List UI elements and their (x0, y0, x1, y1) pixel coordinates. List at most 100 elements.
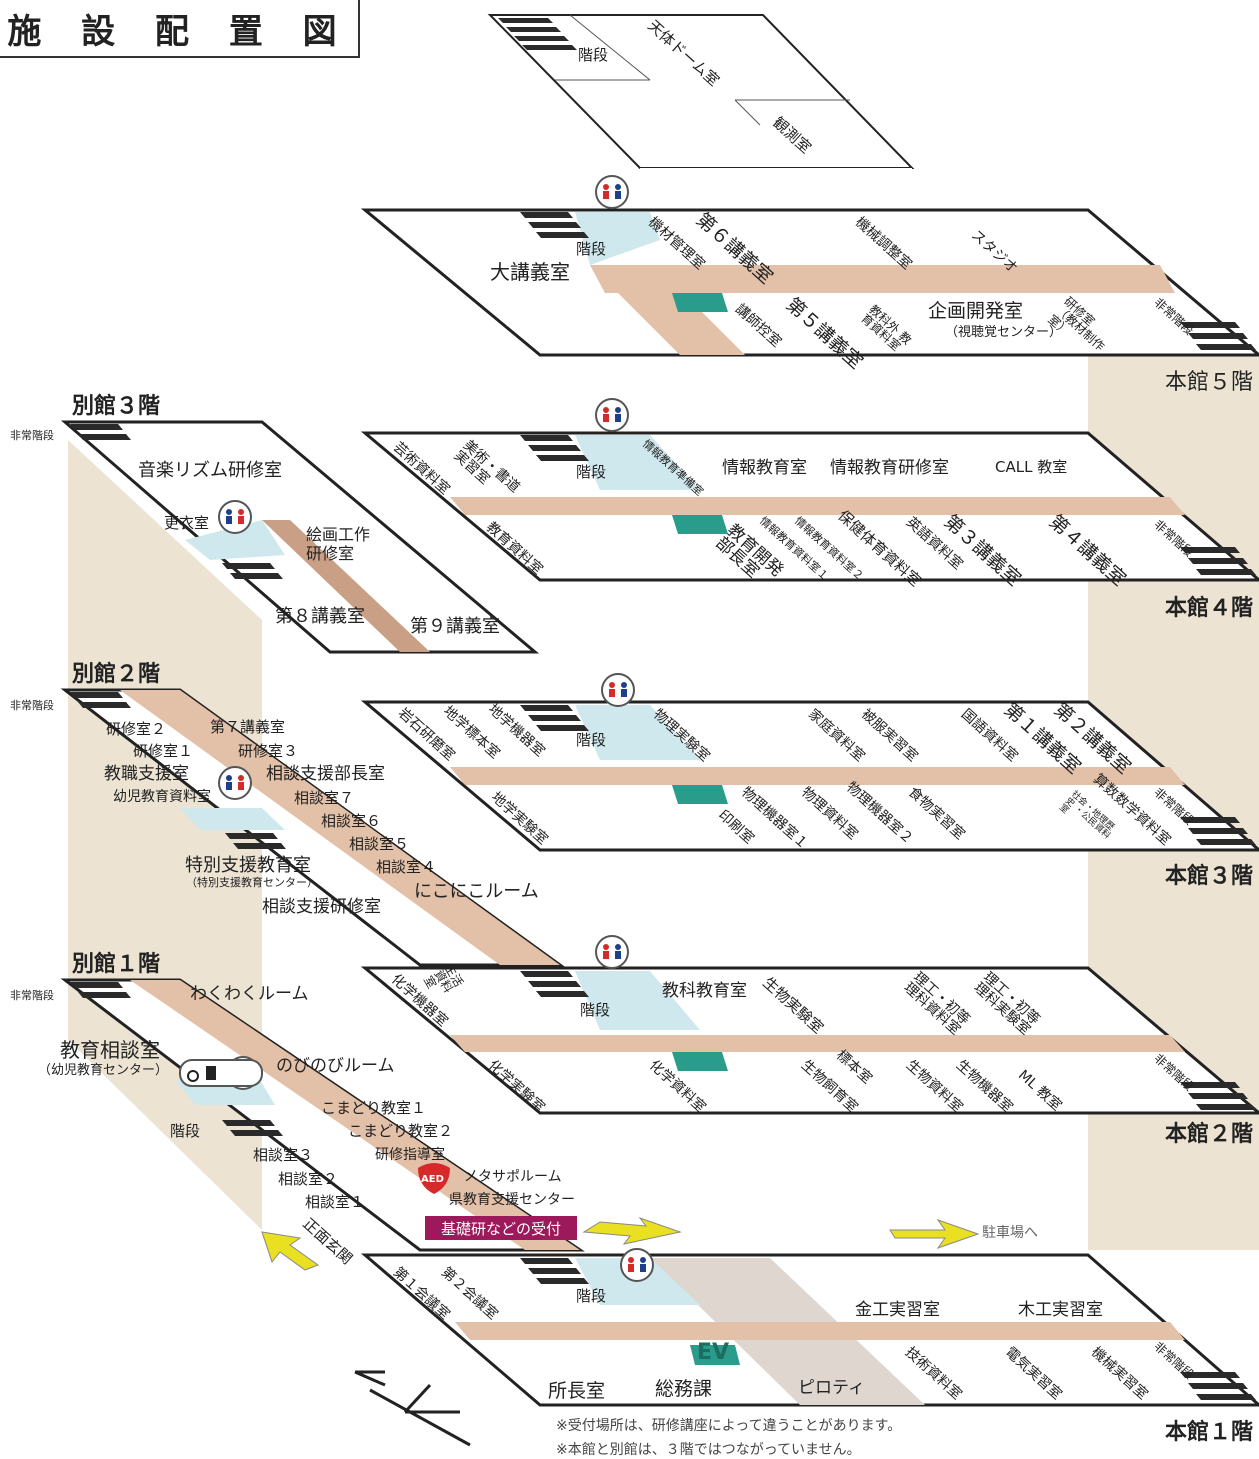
floor-label-main3: 本館３階 (1165, 864, 1254, 889)
room-label: 教職支援室 (104, 764, 189, 784)
main-5f-floor (360, 208, 1259, 357)
parking-label: 駐車場へ (982, 1225, 1038, 1241)
note-2: ※本館と別館は、３階ではつながっていません。 (556, 1442, 861, 1458)
floor-label-main2: 本館２階 (1165, 1122, 1254, 1147)
main-4f-floor (360, 431, 1259, 582)
room-label: こまどり教室２ (348, 1122, 454, 1140)
room-label: のびのびルーム (276, 1056, 395, 1076)
annex-3f-floor (60, 420, 540, 654)
a3-stairs-stripes (222, 563, 283, 579)
room-label: 研修指導室 (375, 1147, 445, 1163)
room-label: 大講義室 (490, 260, 570, 284)
main-3f-floor (360, 700, 1259, 852)
f5-stairs-stripes (520, 212, 589, 238)
floor-label-annex2: 別館２階 (72, 662, 161, 687)
room-label: 非常階段 (10, 429, 54, 442)
f1-stairs-stripes (520, 1258, 589, 1284)
main-2f-floor (360, 966, 1259, 1115)
room-label: 研修室１ (133, 742, 194, 760)
floor-label-main4: 本館４階 (1165, 596, 1254, 621)
room-label: 情報教育研修室 (830, 458, 949, 478)
restroom-icon (218, 175, 654, 1282)
room-label: （視聴覚センター） (945, 325, 1063, 340)
room-label: 木工実習室 (1018, 1300, 1103, 1320)
room-label: 総務課 (655, 1378, 713, 1400)
f2-stairs-stripes (520, 971, 589, 997)
a3-emergency-stripes (70, 424, 131, 440)
f5-emergency-stripes (1180, 322, 1256, 350)
room-label: 第７講義室 (210, 718, 286, 736)
room-label: 非常階段 (10, 989, 54, 1002)
room-label: 階段 (580, 1001, 611, 1019)
aed-label: AED (421, 1174, 444, 1185)
roof-stairs-stripes (498, 18, 577, 50)
a1-stairs-stripes (222, 1120, 283, 1136)
elevator-label: EV (697, 1340, 730, 1365)
room-label: 階段 (576, 463, 607, 481)
room-label: 相談室１ (305, 1193, 366, 1211)
room-label: にこにこルーム (414, 881, 539, 902)
map-title-box: 施 設 配 置 図 (0, 0, 360, 58)
room-label: 階段 (576, 240, 607, 258)
map-title: 施 設 配 置 図 (7, 11, 351, 52)
room-label: 第９講義室 (410, 616, 500, 637)
annex-1f-floor (60, 978, 585, 1252)
room-label: 更衣室 (164, 514, 210, 532)
north-arrow-icon (354, 1370, 471, 1447)
room-label: 相談室４ (376, 858, 437, 876)
room-label: 教育相談室 (60, 1038, 160, 1062)
direction-arrow-icon (261, 1216, 980, 1271)
room-label: 情報教育室 (722, 458, 807, 478)
room-label: 階段 (578, 46, 609, 64)
room-label: 県教育支援センター (449, 1192, 575, 1208)
note-1: ※受付場所は、研修講座によって違うことがあります。 (556, 1418, 902, 1434)
room-label: 階段 (576, 731, 607, 749)
roof-floor (487, 14, 915, 172)
room-label: こまどり教室１ (321, 1099, 427, 1117)
room-label: 相談室５ (349, 835, 410, 853)
restroom-figures (226, 184, 646, 1272)
room-label: 階段 (576, 1287, 607, 1305)
f4-stairs-stripes (520, 435, 589, 461)
f3-stairs-stripes (520, 705, 589, 731)
floor-label-annex1: 別館１階 (72, 952, 161, 977)
room-label: 金工実習室 (855, 1300, 940, 1320)
room-label: 企画開発室 (928, 300, 1024, 322)
room-label: （特別支援教育センター） (186, 876, 318, 889)
room-label: 第８講義室 (275, 606, 365, 627)
room-label: メタサポルーム (464, 1169, 562, 1185)
room-label: 教科教育室 (662, 981, 747, 1001)
floor-label-main5: 本館５階 (1165, 370, 1254, 395)
f1-emergency-stripes (1180, 1372, 1256, 1400)
room-label: 音楽リズム研修室 (138, 460, 282, 481)
room-label: CALL 教室 (995, 458, 1068, 476)
a1-emergency-stripes (70, 982, 131, 998)
annex-2f-floor (60, 688, 565, 967)
a2-emergency-stripes (70, 692, 131, 708)
f2-emergency-stripes (1180, 1082, 1256, 1110)
room-label: 所長室 (548, 1380, 606, 1402)
a2-stairs-stripes (225, 833, 286, 849)
room-label: 相談室２ (278, 1170, 339, 1188)
room-label: 相談室７ (294, 789, 355, 807)
room-label: （幼児教育センター） (38, 1063, 169, 1078)
floor-label-main1: 本館１階 (1165, 1420, 1254, 1445)
room-label: 非常階段 (10, 699, 54, 712)
room-label: 特別支援教育室 (185, 855, 311, 876)
room-label: ピロティ (798, 1378, 865, 1398)
room-label: 研修室２ (106, 720, 167, 738)
room-label: 相談支援部長室 (266, 764, 385, 784)
floor-label-annex3: 別館３階 (72, 394, 161, 419)
wheelchair-icon (179, 1059, 263, 1087)
room-label: 幼児教育資料室 (113, 789, 211, 805)
room-label: 階段 (170, 1122, 201, 1140)
f3-emergency-stripes (1180, 817, 1256, 845)
f4-emergency-stripes (1180, 547, 1256, 575)
room-label: 相談支援研修室 (262, 897, 381, 917)
room-label: 相談室３ (253, 1146, 314, 1164)
room-label: わくわくルーム (190, 984, 309, 1004)
room-label: 相談室６ (321, 812, 382, 830)
reception-label: 基礎研などの受付 (425, 1216, 577, 1240)
room-label: 絵画工作 研修室 (306, 525, 371, 564)
